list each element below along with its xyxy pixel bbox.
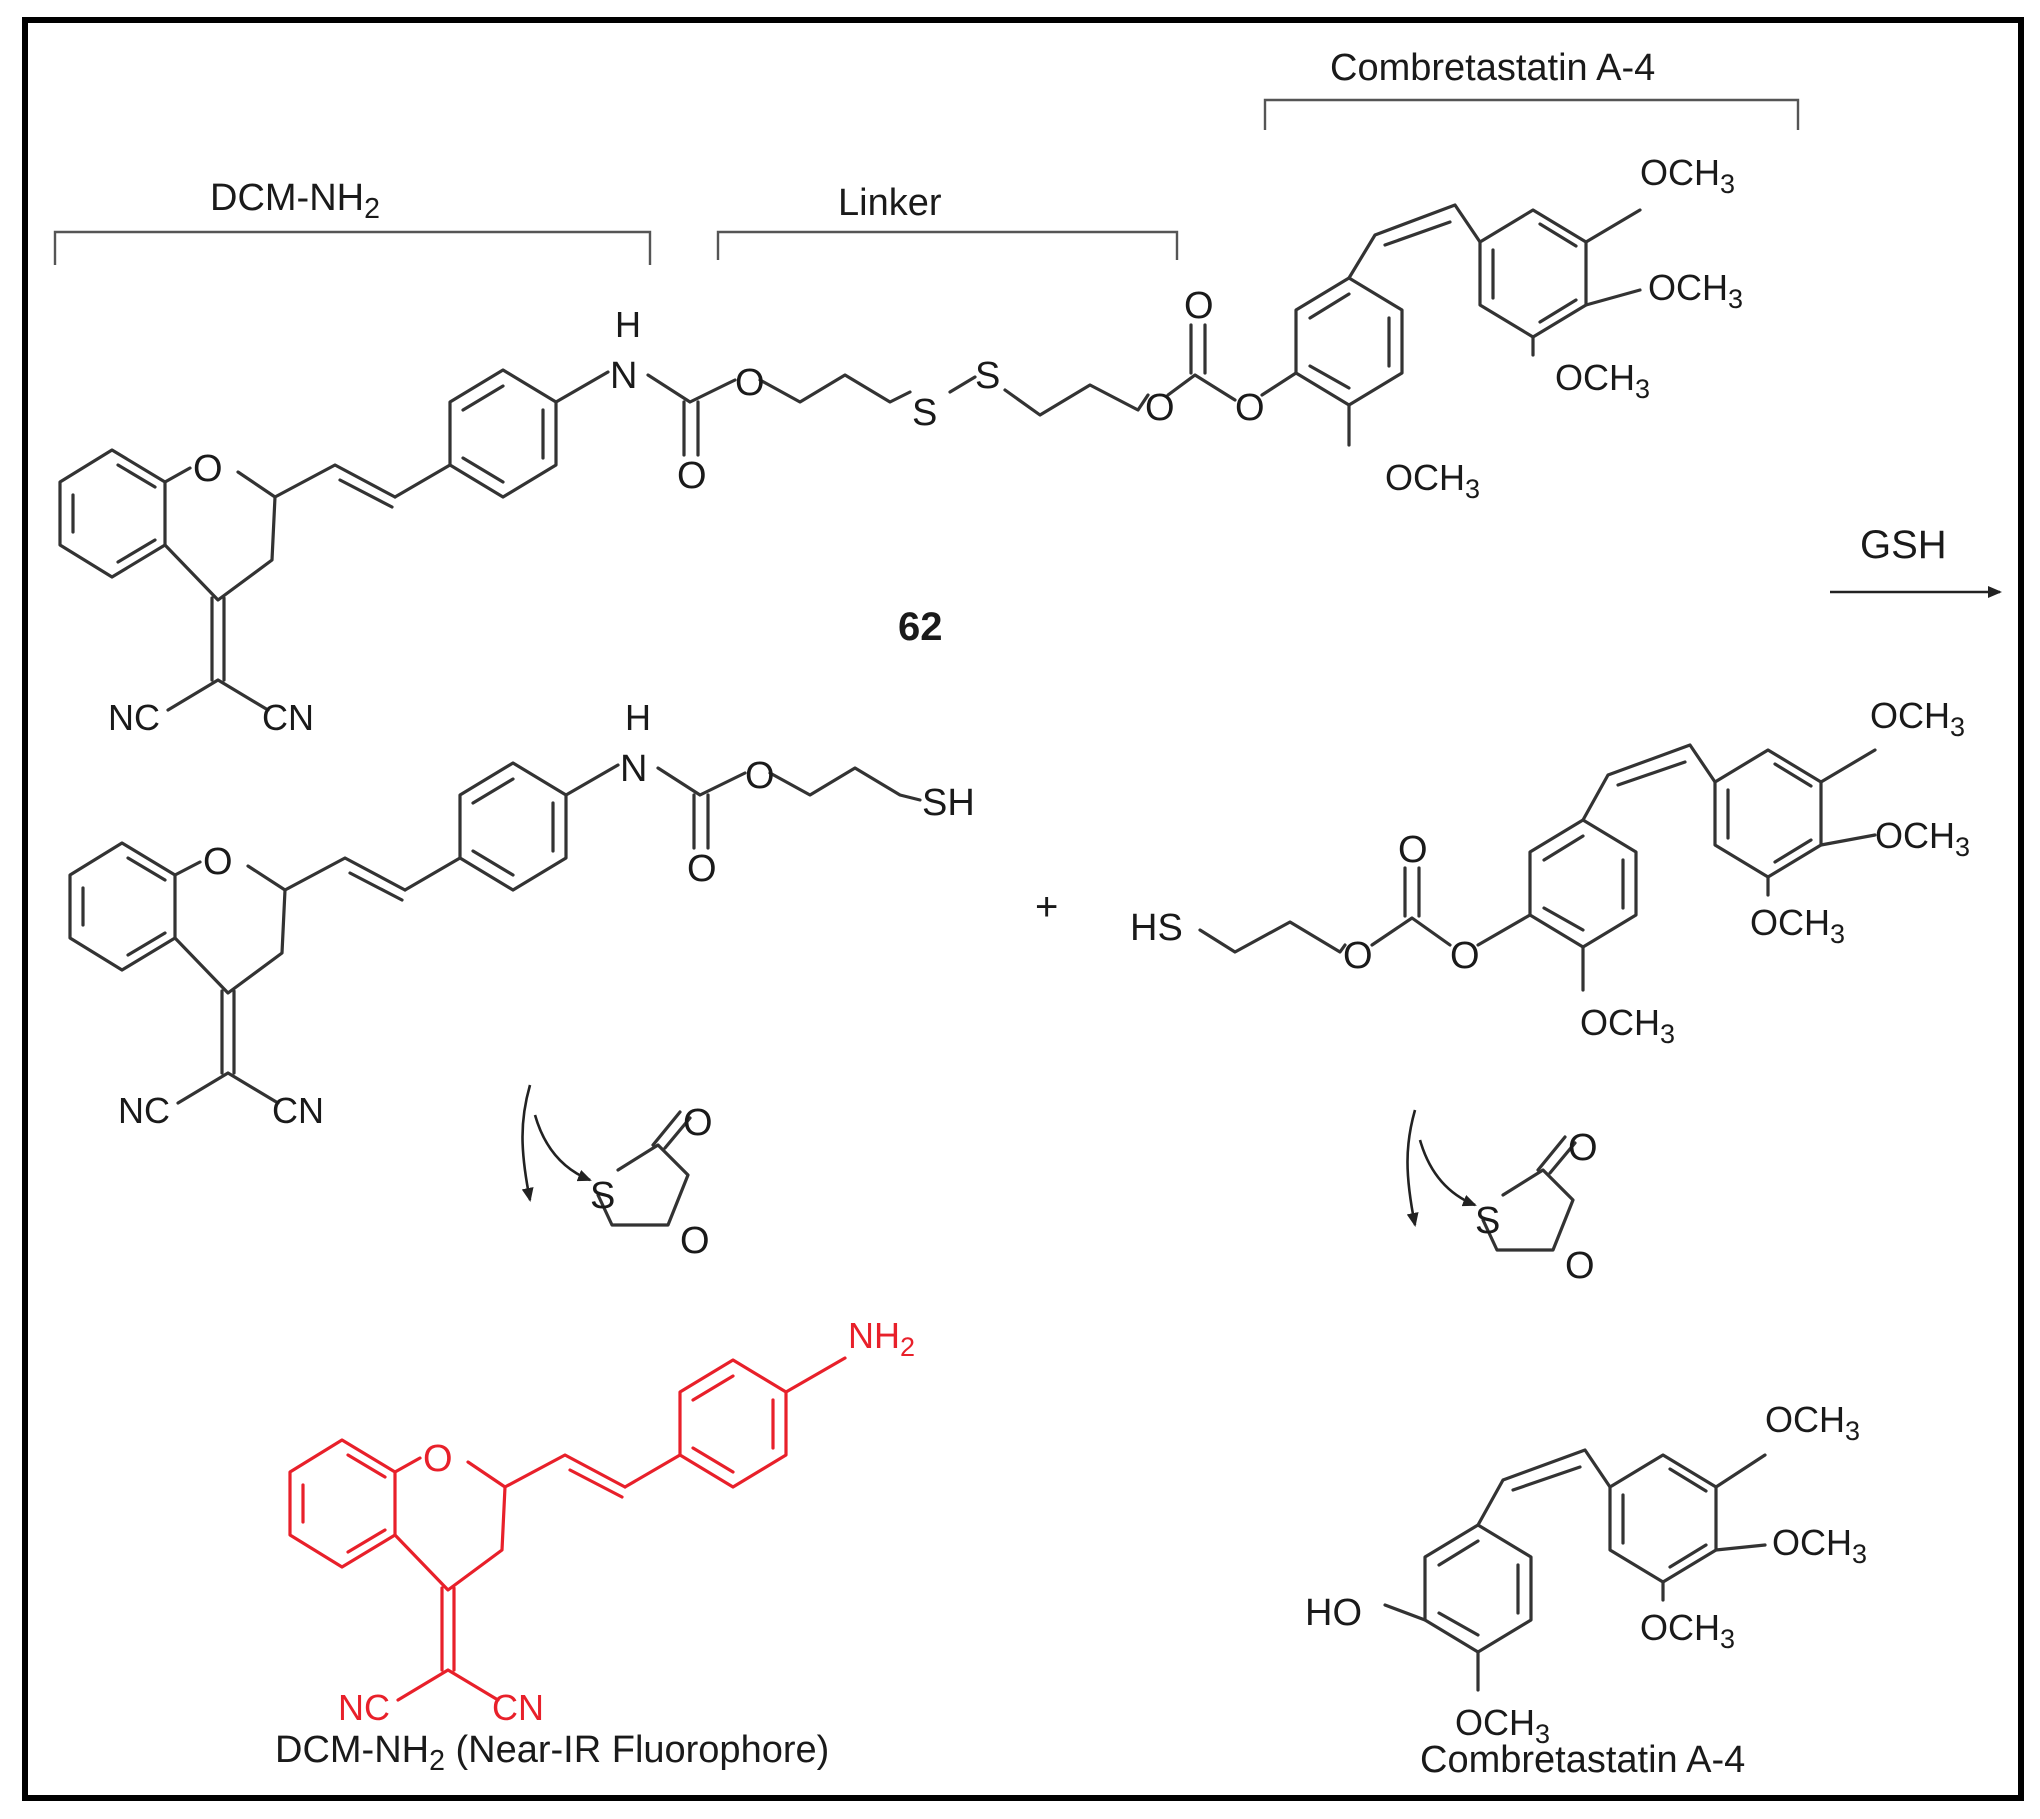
svg-text:HO: HO (1305, 1592, 1362, 1634)
compound-number: 62 (898, 605, 943, 649)
svg-text:O: O (745, 755, 775, 797)
intermediate-fluorophore-atoms: O NC CN H N O O SH (118, 697, 975, 1131)
intermediate-fluorophore-thiol (68, 761, 922, 1105)
svg-text:S: S (1475, 1200, 1500, 1242)
svg-text:HS: HS (1130, 907, 1183, 949)
svg-text:O: O (1398, 829, 1428, 871)
cyclization-right-atoms: S O O (1475, 1127, 1598, 1287)
svg-text:O: O (687, 848, 717, 890)
svg-text:OCH3: OCH3 (1765, 1399, 1860, 1446)
svg-text:OCH3: OCH3 (1772, 1522, 1867, 1569)
svg-text:CN: CN (272, 1090, 324, 1131)
svg-text:SH: SH (922, 782, 975, 824)
svg-text:NC: NC (338, 1687, 390, 1728)
cyclization-left (521, 1084, 692, 1227)
svg-text:H: H (625, 697, 651, 738)
svg-text:OCH3: OCH3 (1580, 1002, 1675, 1049)
compound-62 (58, 203, 1642, 712)
svg-text:O: O (193, 448, 223, 490)
svg-text:O: O (1184, 285, 1214, 327)
svg-text:OCH3: OCH3 (1750, 902, 1845, 949)
cyclization-left-atoms: S O O (590, 1102, 713, 1262)
svg-text:O: O (735, 362, 765, 404)
svg-text:NH2: NH2 (848, 1315, 915, 1362)
cyclization-right (1406, 1109, 1577, 1252)
svg-text:O: O (1565, 1245, 1595, 1287)
compound-62-atoms: O NC CN H N O O S S O O O OCH3 OCH3 OCH3… (108, 152, 1743, 738)
svg-text:CN: CN (492, 1687, 544, 1728)
reagent-label: GSH (1860, 523, 1947, 567)
svg-text:S: S (912, 392, 937, 434)
combretastatin-bracket-label: Combretastatin A-4 (1330, 47, 1655, 89)
product-dcm-nh2: O NC CN NH2 (288, 1315, 915, 1728)
svg-text:OCH3: OCH3 (1870, 695, 1965, 742)
svg-text:O: O (1235, 387, 1265, 429)
svg-text:OCH3: OCH3 (1640, 1607, 1735, 1654)
figure-frame (22, 17, 2024, 1801)
svg-text:O: O (1568, 1127, 1598, 1169)
svg-text:H: H (615, 304, 641, 345)
svg-text:S: S (590, 1175, 615, 1217)
svg-text:OCH3: OCH3 (1640, 152, 1735, 199)
svg-text:O: O (683, 1102, 713, 1144)
svg-text:OCH3: OCH3 (1875, 815, 1970, 862)
svg-text:O: O (1145, 387, 1175, 429)
dcm-nh2-bracket-label: DCM-NH2 (210, 177, 380, 225)
svg-text:OCH3: OCH3 (1555, 357, 1650, 404)
intermediate-drug-thiol (1198, 743, 1877, 992)
svg-text:OCH3: OCH3 (1455, 1702, 1550, 1749)
product-fluorophore-caption: DCM-NH2 (Near-IR Fluorophore) (275, 1729, 829, 1777)
section-brackets (53, 98, 1800, 265)
svg-text:OCH3: OCH3 (1648, 267, 1743, 314)
svg-text:O: O (1450, 935, 1480, 977)
intermediate-drug-atoms: HS O O O OCH3 OCH3 OCH3 OCH3 (1130, 695, 1970, 1049)
svg-text:NC: NC (118, 1090, 170, 1131)
svg-text:O: O (1343, 935, 1373, 977)
svg-text:N: N (610, 355, 637, 397)
svg-text:S: S (975, 355, 1000, 397)
plus-sign: + (1035, 885, 1058, 929)
svg-text:OCH3: OCH3 (1385, 457, 1480, 504)
svg-text:CN: CN (262, 697, 314, 738)
product-drug-caption: Combretastatin A-4 (1420, 1739, 1745, 1781)
svg-text:O: O (677, 455, 707, 497)
svg-text:NC: NC (108, 697, 160, 738)
svg-text:O: O (680, 1220, 710, 1262)
product-combretastatin-atoms: HO OCH3 OCH3 OCH3 OCH3 (1305, 1399, 1867, 1749)
svg-text:N: N (620, 748, 647, 790)
svg-text:O: O (203, 841, 233, 883)
linker-bracket-label: Linker (838, 182, 942, 224)
svg-text:O: O (423, 1438, 453, 1480)
product-combretastatin (1383, 1448, 1767, 1692)
